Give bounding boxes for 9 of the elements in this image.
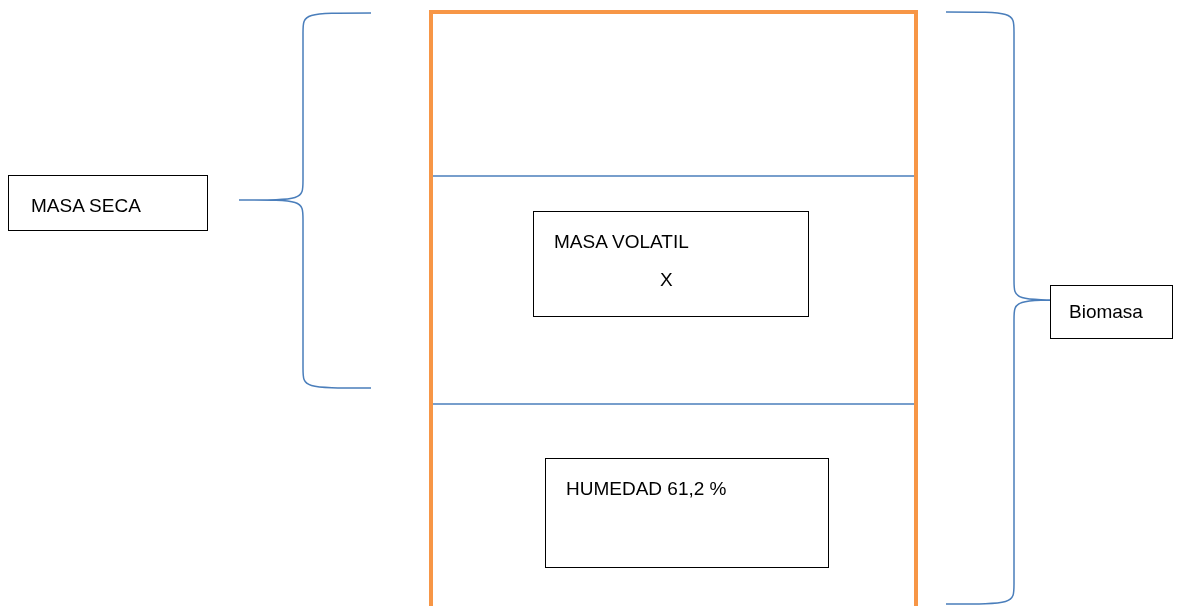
text-box [8,175,208,231]
text-box [533,211,809,317]
box-label: MASA SECA [31,195,141,217]
box-label: HUMEDAD 61,2 % [566,478,727,500]
text-box [545,458,829,568]
box-label: X [660,269,673,291]
text-box [1050,285,1173,339]
box-label: MASA VOLATIL [554,231,689,253]
box-label: Biomasa [1069,301,1143,323]
